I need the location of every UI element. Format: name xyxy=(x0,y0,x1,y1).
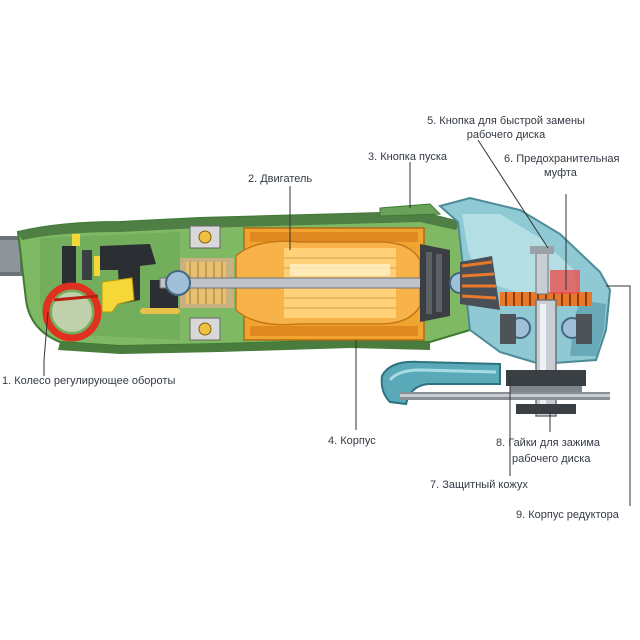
label-gearbox-housing: 9. Корпус редуктора xyxy=(516,509,619,521)
speed-wheel xyxy=(42,282,102,342)
grinding-disc xyxy=(400,392,610,400)
label-clutch-line1: 6. Предохранительная xyxy=(504,153,620,165)
leader-lines xyxy=(43,139,631,506)
label-speed-wheel: 1. Колесо регулирующее обороты xyxy=(2,375,176,387)
clamping-nuts xyxy=(506,370,586,414)
brush-holders xyxy=(189,225,221,341)
label-start-button: 3. Кнопка пуска xyxy=(368,151,448,163)
motor xyxy=(159,227,461,341)
label-quick-change-line2: рабочего диска xyxy=(466,129,546,141)
label-clutch-line2: муфта xyxy=(544,167,577,179)
bevel-gears xyxy=(460,256,592,310)
label-nuts-line2: рабочего диска xyxy=(512,453,591,465)
label-quick-change-line1: 5. Кнопка для быстрой замены xyxy=(427,115,585,127)
label-guard: 7. Защитный кожух xyxy=(430,479,528,491)
protective-guard xyxy=(380,360,501,406)
power-cord xyxy=(0,236,22,276)
start-button xyxy=(379,203,442,217)
gearbox-bearings xyxy=(500,314,592,344)
label-housing: 4. Корпус xyxy=(328,435,376,447)
spindle-lock xyxy=(530,246,580,295)
label-motor: 2. Двигатель xyxy=(248,173,313,185)
label-nuts-line1: 8. Гайки для зажима xyxy=(496,437,601,449)
